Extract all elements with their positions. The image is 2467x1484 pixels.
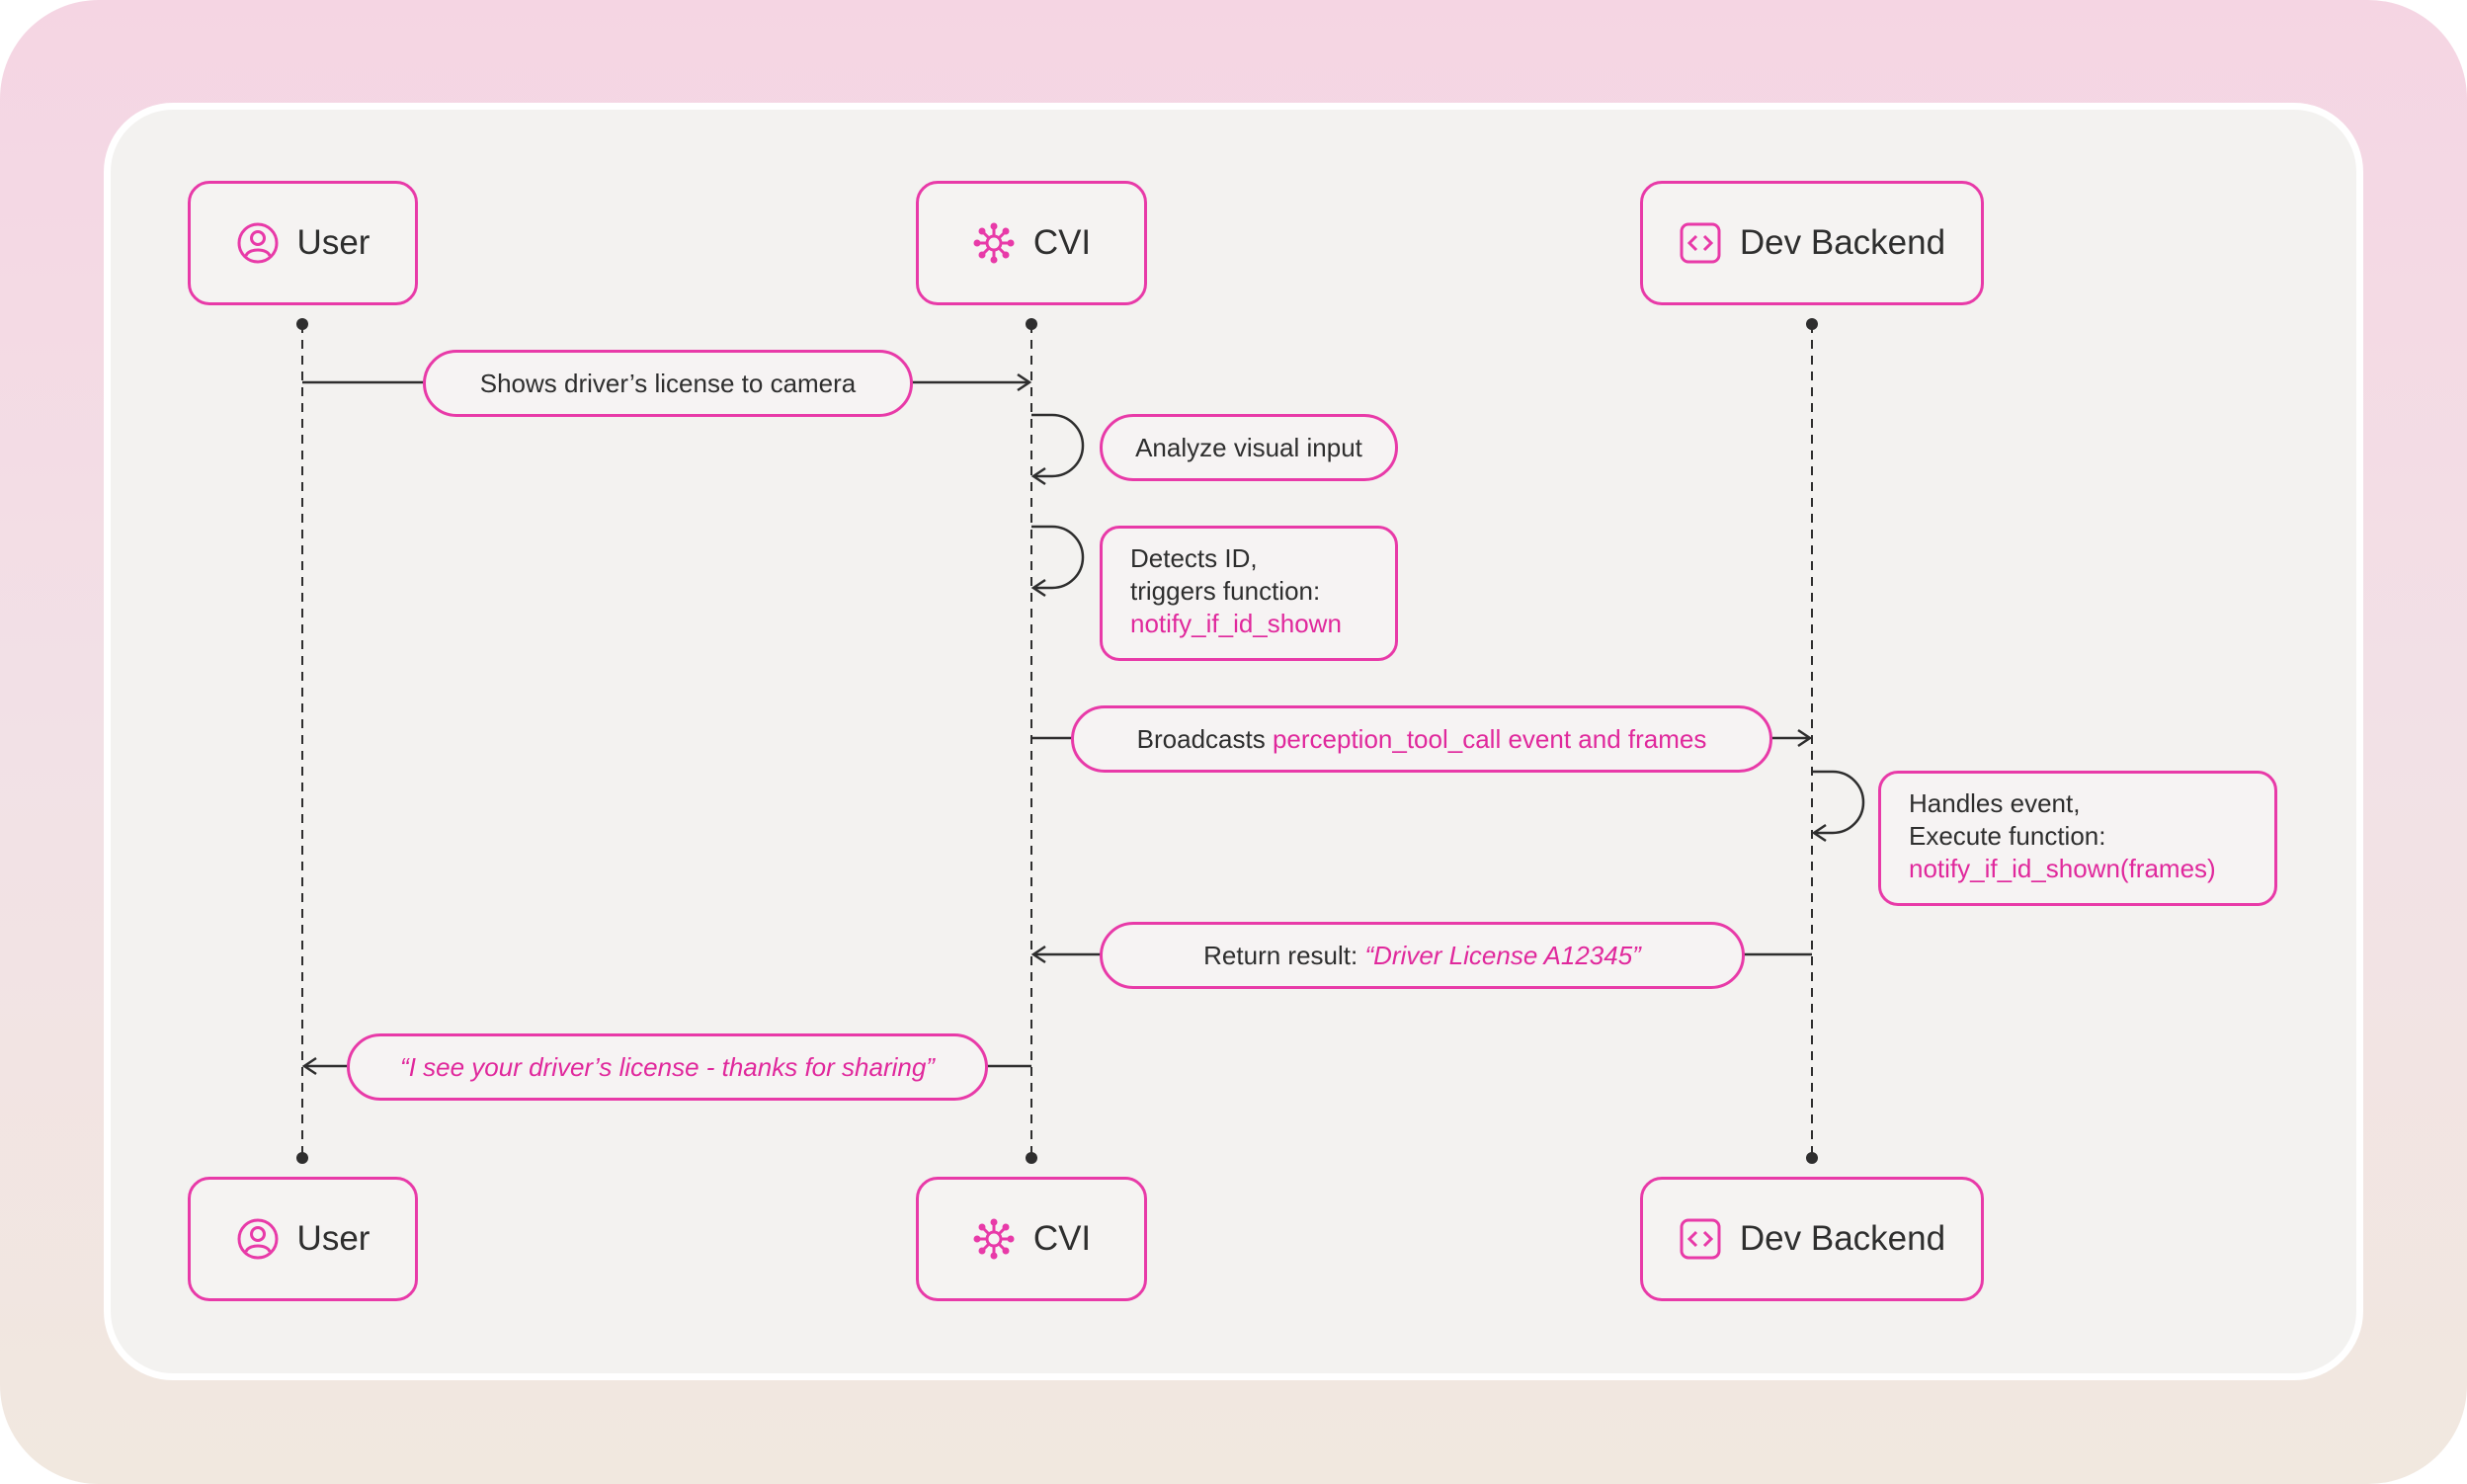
selfloop-m3 <box>1030 525 1085 598</box>
code-brackets-icon <box>1680 222 1721 264</box>
function-name: notify_if_id_shown <box>1130 609 1342 638</box>
user-circle-icon <box>237 1218 279 1260</box>
note-line: Handles event, <box>1909 788 2081 818</box>
function-name: notify_if_id_shown(frames) <box>1909 854 2216 883</box>
note-line: triggers function: <box>1130 576 1321 606</box>
lifeline-dot-user-bottom <box>296 1152 308 1164</box>
actor-backend-top: Dev Backend <box>1640 181 1984 305</box>
message-text: Return result: <box>1203 940 1365 970</box>
actor-cvi-top: CVI <box>916 181 1147 305</box>
result-value: “Driver License A12345” <box>1364 940 1641 970</box>
message-analyze-visual: Analyze visual input <box>1100 414 1398 481</box>
actor-cvi-bottom: CVI <box>916 1177 1147 1301</box>
event-name: perception_tool_call event and frames <box>1272 723 1707 754</box>
actor-label-cvi: CVI <box>1032 223 1092 262</box>
message-broadcasts: Broadcasts perception_tool_call event an… <box>1071 705 1772 773</box>
actor-user-bottom: User <box>188 1177 418 1301</box>
note-detects-id: Detects ID, triggers function: notify_if… <box>1100 526 1398 661</box>
actor-label-user: User <box>296 1219 370 1258</box>
note-handles-event: Handles event, Execute function: notify_… <box>1878 771 2277 906</box>
message-text: “I see your driver’s license - thanks fo… <box>400 1051 935 1082</box>
lifeline-dot-backend-top <box>1806 318 1818 330</box>
actor-user-top: User <box>188 181 418 305</box>
lifeline-dot-user-top <box>296 318 308 330</box>
message-shows-license: Shows driver’s license to camera <box>423 350 913 417</box>
message-reply: “I see your driver’s license - thanks fo… <box>347 1033 988 1101</box>
actor-label-backend: Dev Backend <box>1739 1219 1946 1258</box>
user-circle-icon <box>237 222 279 264</box>
lifeline-dot-backend-bottom <box>1806 1152 1818 1164</box>
code-brackets-icon <box>1680 1218 1721 1260</box>
message-text: Broadcasts <box>1136 723 1273 754</box>
network-hub-icon <box>973 222 1015 264</box>
actor-backend-bottom: Dev Backend <box>1640 1177 1984 1301</box>
selfloop-m2 <box>1030 413 1085 486</box>
selfloop-m5 <box>1811 770 1865 843</box>
note-line: Detects ID, <box>1130 543 1258 573</box>
message-text: Shows driver’s license to camera <box>479 368 857 398</box>
actor-label-user: User <box>296 223 370 262</box>
note-line: Execute function: <box>1909 821 2106 851</box>
lifeline-dot-cvi-top <box>1026 318 1037 330</box>
message-return-result: Return result: “Driver License A12345” <box>1100 922 1745 989</box>
actor-label-backend: Dev Backend <box>1739 223 1946 262</box>
actor-label-cvi: CVI <box>1032 1219 1092 1258</box>
network-hub-icon <box>973 1218 1015 1260</box>
message-text: Analyze visual input <box>1135 432 1362 462</box>
lifeline-dot-cvi-bottom <box>1026 1152 1037 1164</box>
